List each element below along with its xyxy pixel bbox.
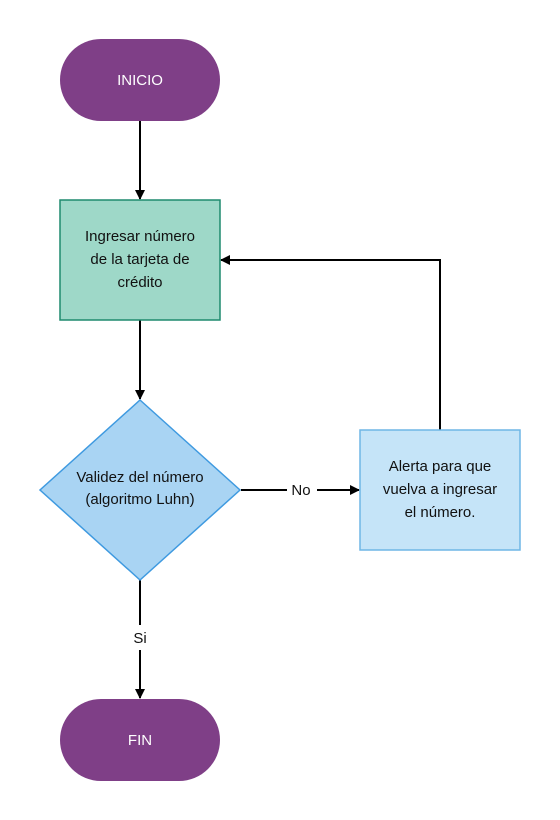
input-shape <box>59 199 221 321</box>
decision-node: Validez del número (algoritmo Luhn) <box>38 398 242 582</box>
decision-line-1: Validez del número <box>76 469 203 486</box>
end-label: FIN <box>128 732 152 749</box>
input-line-3: crédito <box>117 274 162 291</box>
alert-line-3: el número. <box>405 504 476 521</box>
end-shape <box>60 699 220 781</box>
input-line-1: Ingresar número <box>85 228 195 245</box>
edge-alert-to-input <box>220 255 441 430</box>
decision-shape <box>38 398 242 582</box>
edge-label-yes: Si <box>133 630 146 647</box>
edges <box>135 121 441 699</box>
end-node: FIN <box>60 699 220 781</box>
start-label: INICIO <box>117 72 163 89</box>
alert-shape <box>359 429 521 551</box>
decision-line-2: (algoritmo Luhn) <box>85 491 194 508</box>
edge-label-no: No <box>291 482 310 499</box>
start-shape <box>60 39 220 121</box>
input-line-2: de la tarjeta de <box>90 251 189 268</box>
start-node: INICIO <box>60 39 220 121</box>
alert-node: Alerta para que vuelva a ingresar el núm… <box>359 429 521 551</box>
alert-line-2: vuelva a ingresar <box>383 481 497 498</box>
input-node: Ingresar número de la tarjeta de crédito <box>59 199 221 321</box>
alert-line-1: Alerta para que <box>389 458 492 475</box>
